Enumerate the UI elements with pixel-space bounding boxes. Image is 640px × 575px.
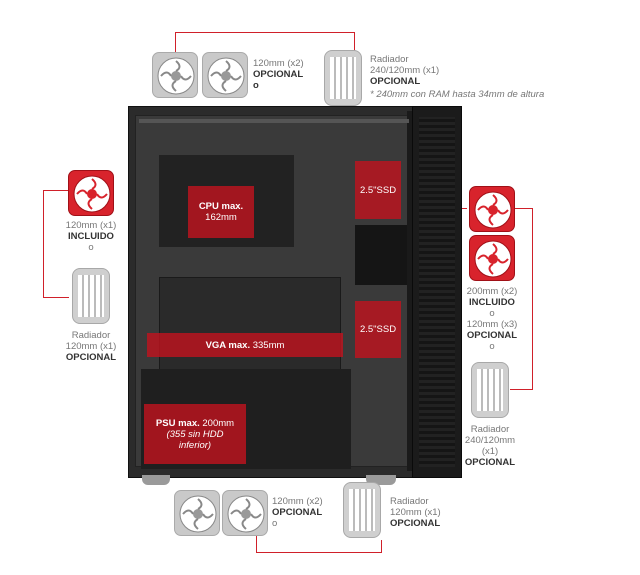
front-radiator-status: OPCIONAL <box>464 457 516 468</box>
front-fans-size2: 120mm (x3) <box>466 319 518 330</box>
cpu-zone-value: 162mm <box>205 212 237 223</box>
front-radiator-icon <box>471 362 509 418</box>
rear-connector-line <box>43 190 44 298</box>
hdd-cage <box>355 225 415 285</box>
psu-zone-value: 200mm <box>202 417 235 429</box>
top-radiator-status: OPCIONAL <box>370 76 421 87</box>
bottom-fans-label: 120mm (x2) OPCIONAL o <box>272 496 323 529</box>
rear-connector-line <box>43 297 69 298</box>
ssd-zone-upper: 2.5"SSD <box>355 161 401 219</box>
rear-fan-icon <box>68 170 114 216</box>
vga-zone: VGA max. 335mm <box>147 333 343 357</box>
front-radiator-size: 240/120mm <box>464 435 516 446</box>
top-radiator-title: Radiador <box>370 54 409 65</box>
top-rail <box>139 119 409 123</box>
front-fans-label: 200mm (x2) INCLUIDO o 120mm (x3) OPCIONA… <box>458 286 526 352</box>
front-fan-icon <box>469 186 515 232</box>
bottom-radiator-label: Radiador 120mm (x1) OPCIONAL <box>390 496 441 529</box>
top-radiator-size: 240/120mm (x1) <box>370 65 440 76</box>
rear-fan-or: o <box>88 242 94 253</box>
rear-fan-size: 120mm (x1) <box>65 220 117 231</box>
top-radiator-label: Radiador 240/120mm (x1) OPCIONAL * 240mm… <box>370 54 544 100</box>
rear-fan-label: 120mm (x1) INCLUIDO o <box>58 220 124 253</box>
front-radiator-count: (x1) <box>481 446 499 457</box>
psu-zone-note: (355 sin HDD inferior) <box>166 428 224 451</box>
bottom-fans-or: o <box>272 518 278 529</box>
front-connector-line <box>532 208 533 390</box>
bottom-radiator-size: 120mm (x1) <box>390 507 441 518</box>
front-panel <box>412 106 462 478</box>
front-fans-or1: o <box>489 308 495 319</box>
psu-zone-label: PSU max. <box>155 417 200 429</box>
top-radiator-icon <box>324 50 362 106</box>
psu-zone: PSU max. 200mm (355 sin HDD inferior) <box>144 404 246 464</box>
bottom-connector-line <box>381 540 382 553</box>
front-fans-status1: INCLUIDO <box>469 297 515 308</box>
top-connector-line <box>175 32 355 33</box>
front-fans-or2: o <box>489 341 495 352</box>
ssd-zone-label: 2.5"SSD <box>359 184 397 196</box>
vga-zone-label: VGA max. <box>205 339 251 351</box>
front-mesh <box>419 117 455 467</box>
top-fan-icon <box>152 52 198 98</box>
bottom-radiator-icon <box>343 482 381 538</box>
front-radiator-title: Radiador <box>470 424 510 435</box>
cpu-zone: CPU max. 162mm <box>188 186 254 238</box>
bottom-connector-line <box>256 530 257 553</box>
bottom-fans-size: 120mm (x2) <box>272 496 323 507</box>
rear-radiator-title: Radiador <box>71 330 111 341</box>
cpu-zone-label: CPU max. <box>198 201 244 212</box>
bottom-connector-line <box>256 552 382 553</box>
front-fans-status2: OPCIONAL <box>466 330 518 341</box>
bottom-radiator-title: Radiador <box>390 496 429 507</box>
front-connector-line <box>510 389 533 390</box>
ssd-zone-label: 2.5"SSD <box>359 324 397 335</box>
top-fans-label: 120mm (x2) OPCIONAL o <box>253 58 304 91</box>
top-fans-status: OPCIONAL <box>253 69 304 80</box>
rear-radiator-icon <box>72 268 110 324</box>
top-connector-line <box>175 32 176 54</box>
rear-radiator-label: Radiador 120mm (x1) OPCIONAL <box>54 330 128 363</box>
vga-zone-value: 335mm <box>252 339 285 351</box>
case-foot <box>142 475 170 485</box>
rear-connector-line <box>43 190 69 191</box>
bottom-fans-status: OPCIONAL <box>272 507 323 518</box>
rear-radiator-size: 120mm (x1) <box>65 341 117 352</box>
front-radiator-label: Radiador 240/120mm (x1) OPCIONAL <box>455 424 525 468</box>
top-fan-icon <box>202 52 248 98</box>
bottom-fan-icon <box>222 490 268 536</box>
top-connector-line <box>354 32 355 52</box>
front-fans-size1: 200mm (x2) <box>466 286 518 297</box>
rear-radiator-status: OPCIONAL <box>65 352 117 363</box>
ssd-zone-lower: 2.5"SSD <box>355 301 401 358</box>
bottom-fan-icon <box>174 490 220 536</box>
top-fans-or: o <box>253 80 259 91</box>
rear-fan-status: INCLUIDO <box>68 231 114 242</box>
top-radiator-note: * 240mm con RAM hasta 34mm de altura <box>370 89 545 100</box>
top-fans-size: 120mm (x2) <box>253 58 304 69</box>
front-fan-icon <box>469 235 515 281</box>
front-connector-line <box>514 208 533 209</box>
bottom-radiator-status: OPCIONAL <box>390 518 441 529</box>
case-foot <box>366 475 396 485</box>
